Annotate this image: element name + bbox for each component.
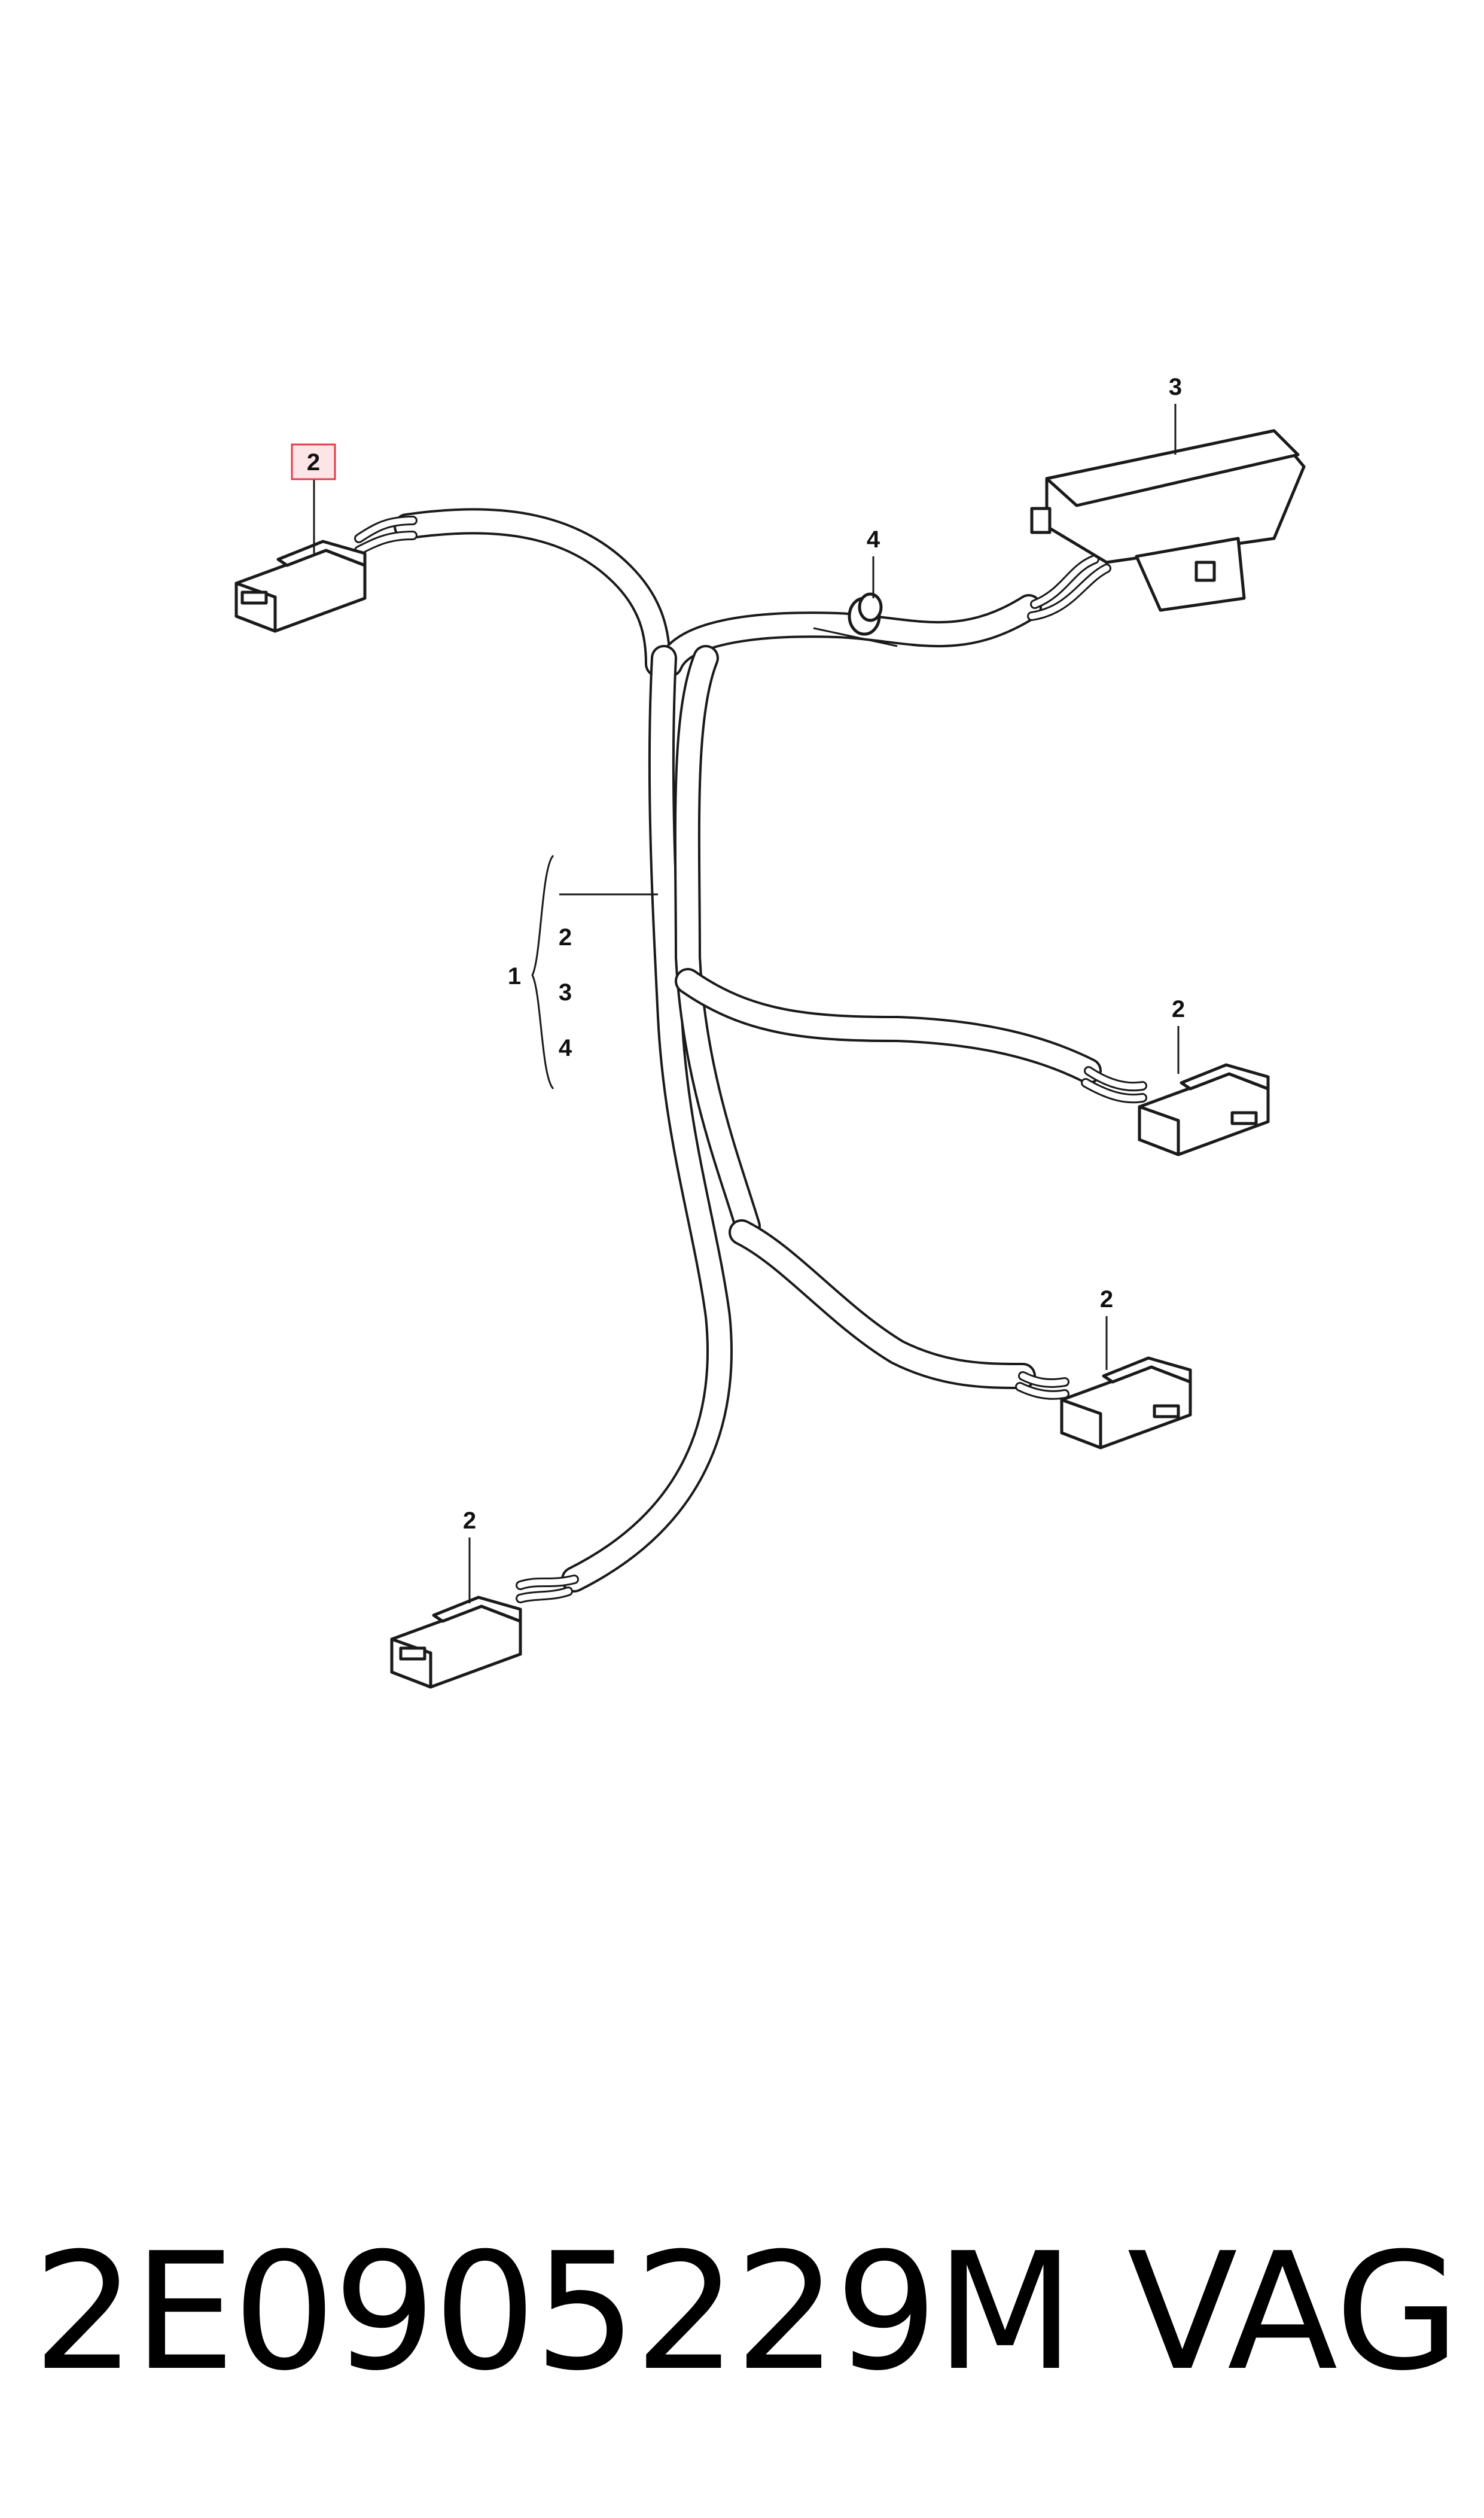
connector-pigtails <box>354 516 1147 1603</box>
connector-top-left <box>234 540 367 633</box>
connector-right-lower <box>1060 1356 1192 1450</box>
callout-group-a: 2 <box>559 924 572 951</box>
callout-right-lower: 2 <box>1100 1286 1113 1313</box>
callout-clip: 3 <box>1169 374 1182 400</box>
callout-group-b: 3 <box>559 979 572 1006</box>
callout-harness: 1 <box>508 963 521 989</box>
clip-part-3 <box>1030 429 1306 612</box>
brand-name: VAG <box>1127 2218 1460 2406</box>
leader-lines <box>313 404 1180 1603</box>
connector-right-upper <box>1138 1063 1270 1156</box>
grommet-part-4 <box>813 592 898 647</box>
callout-right-upper: 2 <box>1172 996 1185 1022</box>
harness-wires <box>394 508 1102 1593</box>
callout-top-left: 2 <box>307 449 320 476</box>
callout-grommet: 4 <box>867 526 880 553</box>
connector-bottom-left <box>390 1596 522 1689</box>
callout-labels: 2 3 4 1 2 3 4 2 2 2 <box>291 374 1185 1534</box>
highlight-box <box>291 443 336 480</box>
part-number: 2E0905229M <box>33 2218 1075 2406</box>
callout-bottom-left: 2 <box>463 1508 476 1534</box>
callout-group-c: 4 <box>559 1035 572 1061</box>
